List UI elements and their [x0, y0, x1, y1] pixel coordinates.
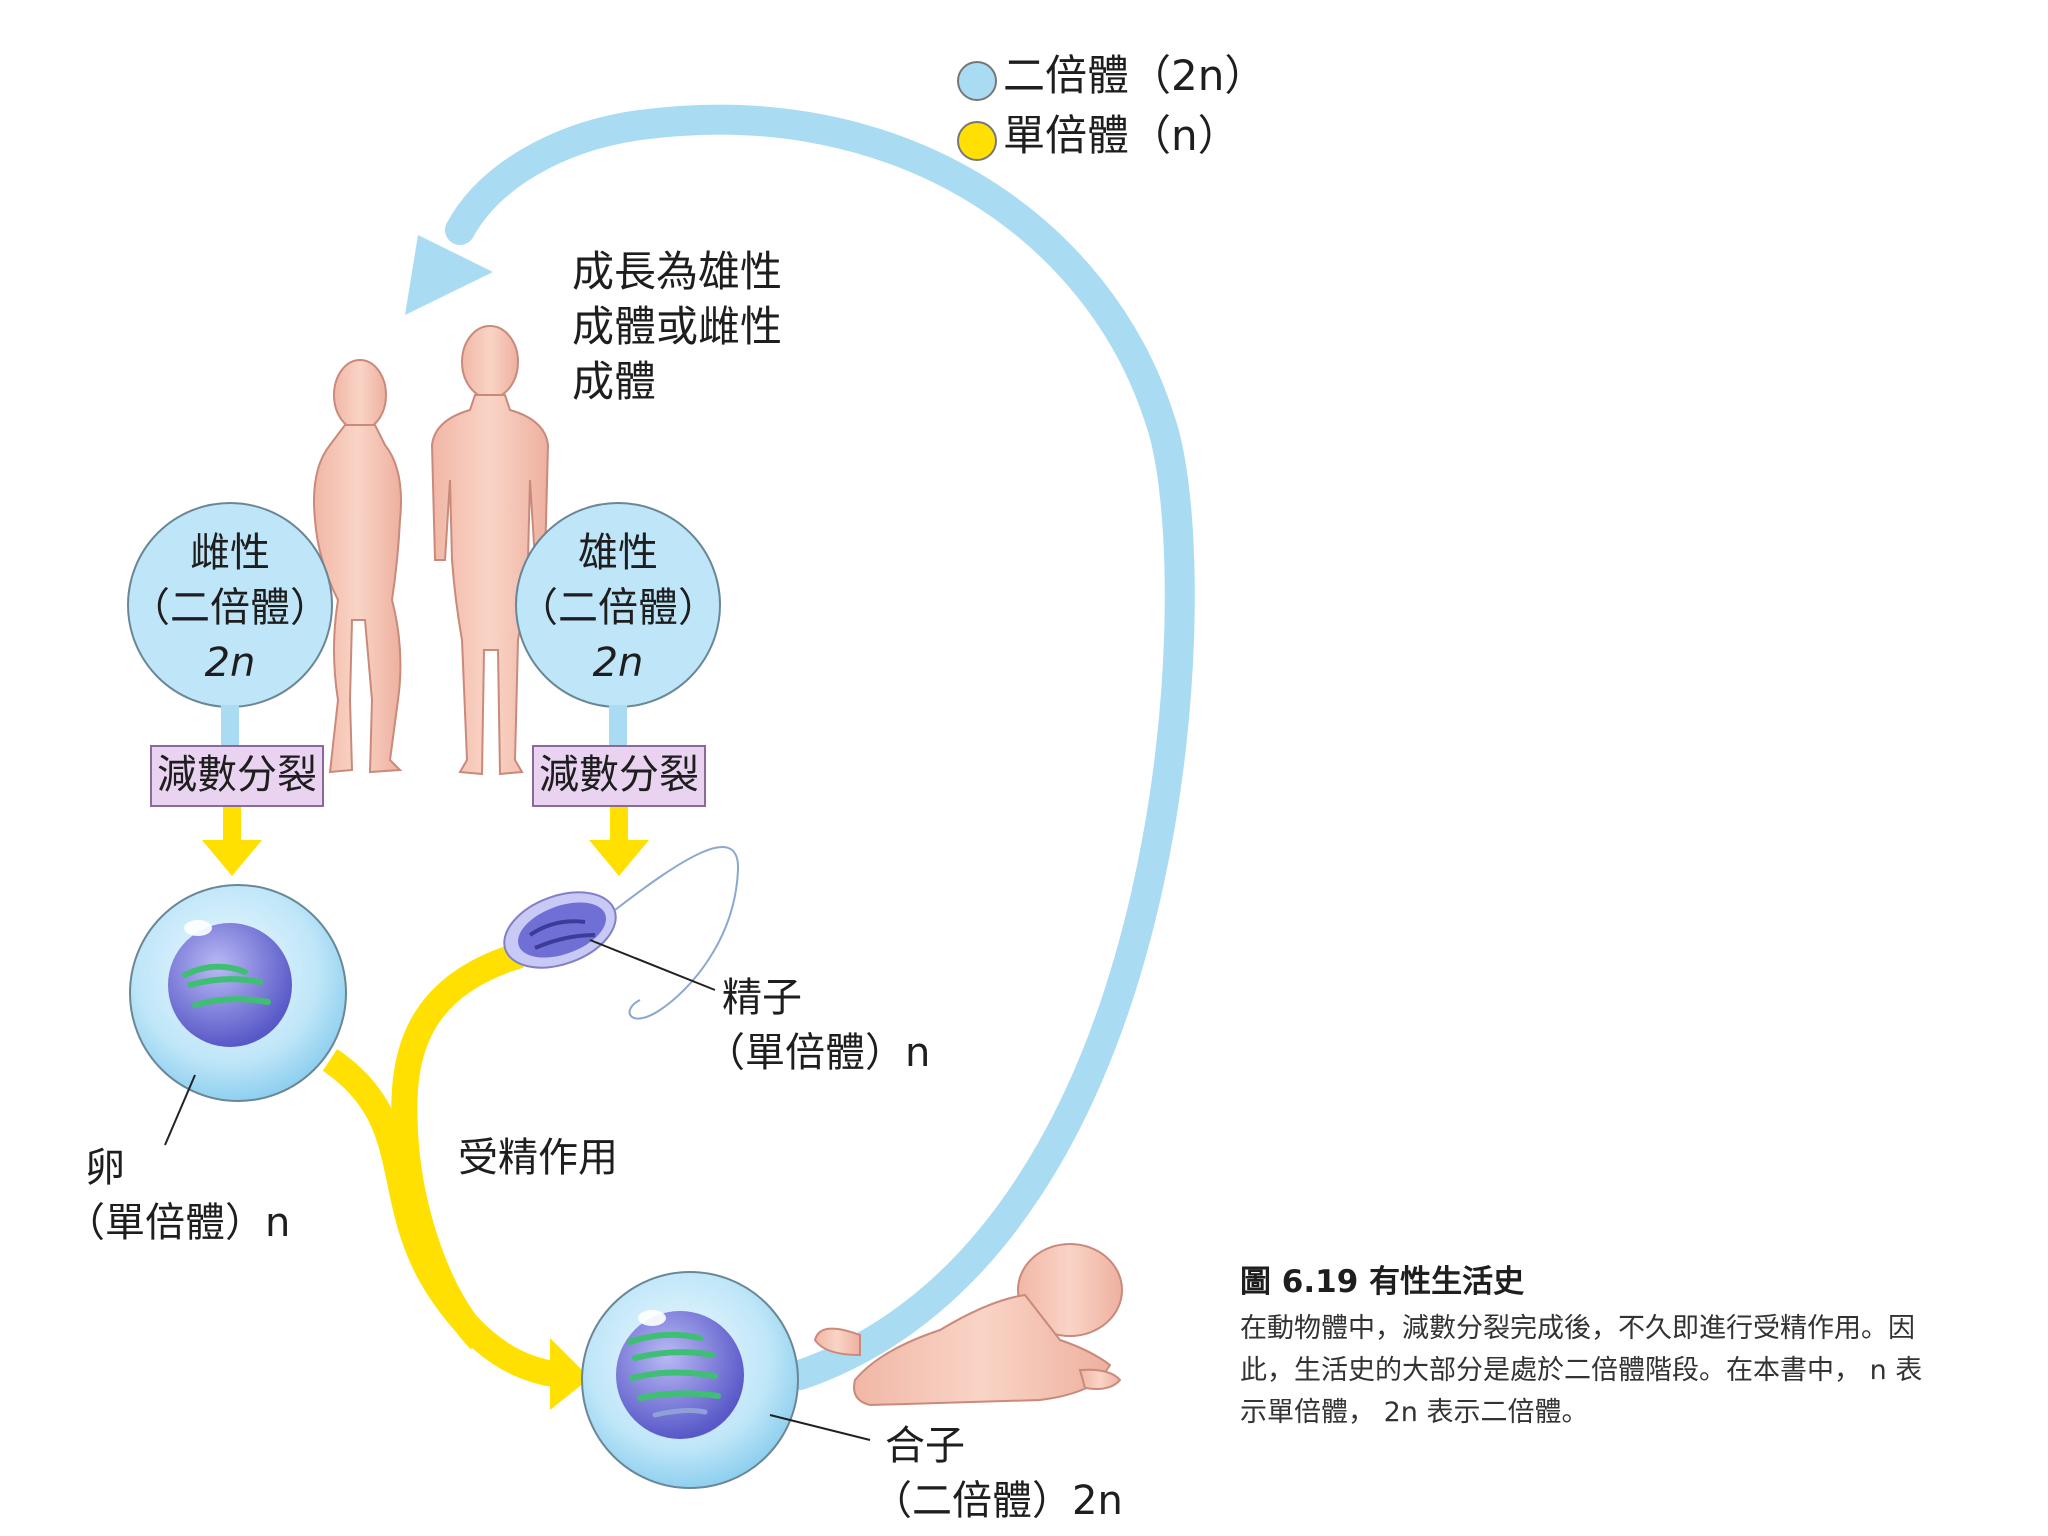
legend-diploid-swatch	[957, 61, 997, 101]
growth-label-line3: 成體	[572, 357, 657, 406]
male-adult-figure	[430, 325, 550, 776]
sperm-label: 精子	[722, 975, 802, 1021]
zygote-label: 合子	[885, 1423, 965, 1469]
male-meiosis-arrowhead	[589, 840, 649, 876]
female-meiosis-arrowhead	[202, 840, 262, 876]
figure-caption-body: 在動物體中，減數分裂完成後，不久即進行受精作用。因 此，生活史的大部分是處於二倍…	[1240, 1308, 1980, 1434]
legend-haploid-label: 單倍體（n）	[1003, 111, 1240, 160]
fertilization-label: 受精作用	[458, 1135, 618, 1181]
zygote-arrowhead	[550, 1338, 590, 1410]
male-meiosis-arrow-shaft	[610, 805, 628, 843]
legend-haploid-swatch	[957, 121, 997, 161]
egg-label: 卵	[85, 1145, 125, 1191]
sperm-cell	[503, 846, 740, 1020]
figure-caption-title: 圖 6.19 有性生活史	[1240, 1264, 1525, 1300]
legend-diploid-label: 二倍體（2n）	[1003, 51, 1267, 100]
growth-cycle-arrowhead	[405, 235, 493, 315]
sperm-leader-line	[589, 939, 716, 991]
caption-line-1: 在動物體中，減數分裂完成後，不久即進行受精作用。因	[1240, 1313, 1915, 1344]
zygote-cell	[581, 1271, 799, 1489]
female-label: 雌性	[190, 530, 270, 576]
male-chromosome-number: 2n	[592, 640, 644, 686]
female-meiosis-box: 減數分裂	[150, 745, 324, 807]
egg-to-zygote-path	[322, 1049, 562, 1388]
male-meiosis-box: 減數分裂	[532, 745, 706, 807]
male-ploidy-label: （二倍體）	[518, 585, 718, 631]
female-adult-figure	[313, 359, 403, 774]
zygote-ploidy-label: （二倍體）2n	[872, 1478, 1123, 1524]
zygote-leader-line	[769, 1414, 871, 1441]
growth-label-line1: 成長為雄性	[572, 247, 783, 296]
egg-ploidy-label: （單倍體）n	[65, 1200, 291, 1246]
male-label: 雄性	[578, 530, 658, 576]
egg-cell	[129, 884, 347, 1102]
growth-cycle-arrow	[445, 104, 1195, 1390]
sperm-ploidy-label: （單倍體）n	[705, 1030, 931, 1076]
male-connector	[609, 705, 627, 745]
egg-leader-line	[164, 1074, 196, 1146]
infant-figure	[813, 1243, 1123, 1407]
female-ploidy-label: （二倍體）	[130, 585, 330, 631]
caption-line-2: 此，生活史的大部分是處於二倍體階段。在本書中， n 表	[1240, 1355, 1923, 1386]
female-chromosome-number: 2n	[204, 640, 256, 686]
growth-label-line2: 成體或雌性	[572, 302, 783, 351]
caption-line-3: 示單倍體， 2n 表示二倍體。	[1240, 1397, 1589, 1428]
sperm-to-zygote-path	[391, 942, 524, 1350]
female-connector	[221, 705, 239, 745]
female-meiosis-arrow-shaft	[223, 805, 241, 843]
